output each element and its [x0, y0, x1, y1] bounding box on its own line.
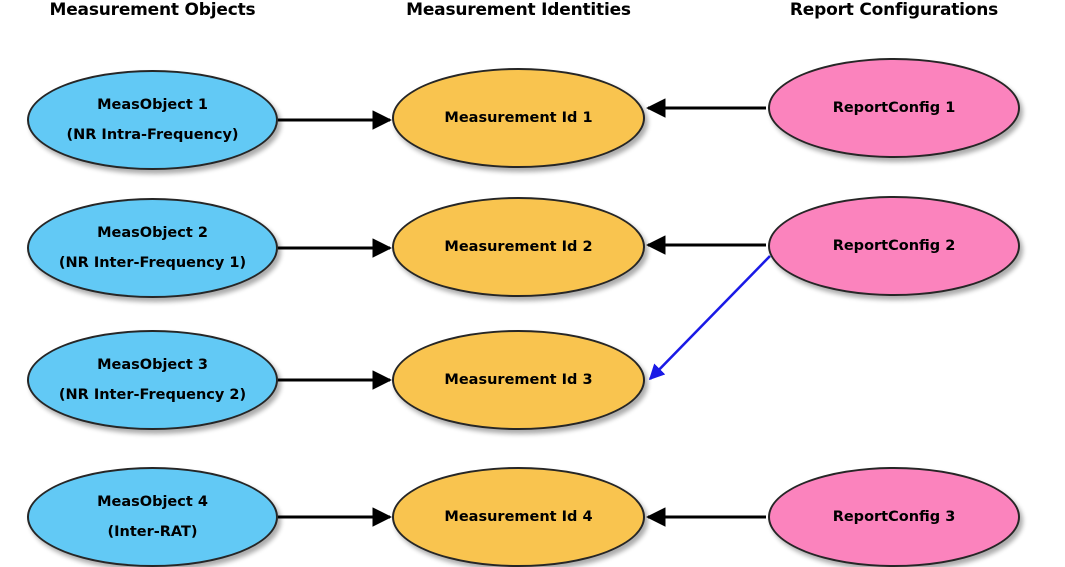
node-label-line1: ReportConfig 2: [832, 237, 956, 254]
node-label-line2: (NR Inter-Frequency 2): [58, 386, 247, 403]
node-label-line1: Measurement Id 2: [444, 238, 593, 255]
node-label-line1: ReportConfig 1: [832, 99, 956, 116]
node-reportconfig-2[interactable]: ReportConfig 2: [768, 196, 1020, 296]
node-label-line2: (NR Inter-Frequency 1): [58, 254, 247, 271]
node-reportconfig-1[interactable]: ReportConfig 1: [768, 58, 1020, 158]
column-header-measurement-objects: Measurement Objects: [49, 0, 256, 20]
node-label-line2: (Inter-RAT): [107, 523, 198, 540]
node-measobject-4[interactable]: MeasObject 4 (Inter-RAT): [27, 467, 278, 567]
node-label-line1: Measurement Id 3: [444, 371, 593, 388]
node-measobject-3[interactable]: MeasObject 3 (NR Inter-Frequency 2): [27, 330, 278, 430]
edge-reportconfig2-to-measurementid3: [648, 255, 771, 381]
node-label-line1: MeasObject 2: [97, 225, 208, 241]
node-reportconfig-3[interactable]: ReportConfig 3: [768, 467, 1020, 567]
node-label-line1: Measurement Id 4: [444, 508, 593, 525]
column-header-report-configurations: Report Configurations: [789, 0, 999, 20]
node-measobject-1[interactable]: MeasObject 1 (NR Intra-Frequency): [27, 70, 278, 170]
node-measobject-2[interactable]: MeasObject 2 (NR Inter-Frequency 1): [27, 198, 278, 298]
node-measurement-id-3[interactable]: Measurement Id 3: [392, 330, 645, 430]
node-measurement-id-4[interactable]: Measurement Id 4: [392, 467, 645, 567]
node-label-line1: MeasObject 1: [97, 97, 208, 113]
node-label-line2: (NR Intra-Frequency): [66, 126, 239, 143]
node-label-line1: MeasObject 4: [97, 494, 208, 510]
node-label-line1: Measurement Id 1: [444, 109, 593, 126]
node-measurement-id-1[interactable]: Measurement Id 1: [392, 68, 645, 168]
node-label-line1: ReportConfig 3: [832, 508, 956, 525]
column-header-measurement-identities: Measurement Identities: [406, 0, 631, 20]
node-label-line1: MeasObject 3: [97, 357, 208, 373]
node-measurement-id-2[interactable]: Measurement Id 2: [392, 197, 645, 297]
